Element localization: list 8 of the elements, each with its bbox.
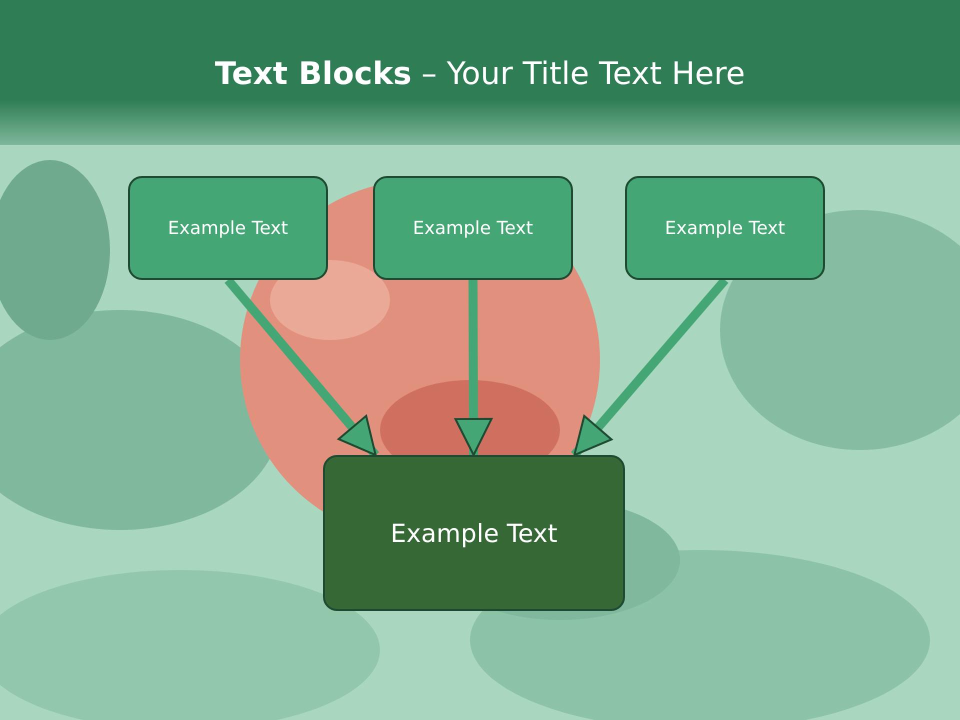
arrow [571,277,728,458]
title: Text Blocks – Your Title Text Here [214,55,746,94]
text-block: Example Text [373,176,573,280]
arrow [224,277,380,458]
arrow [454,280,492,456]
target-box: Example Text [323,455,625,611]
text-block: Example Text [128,176,328,280]
text-block: Example Text [625,176,825,280]
